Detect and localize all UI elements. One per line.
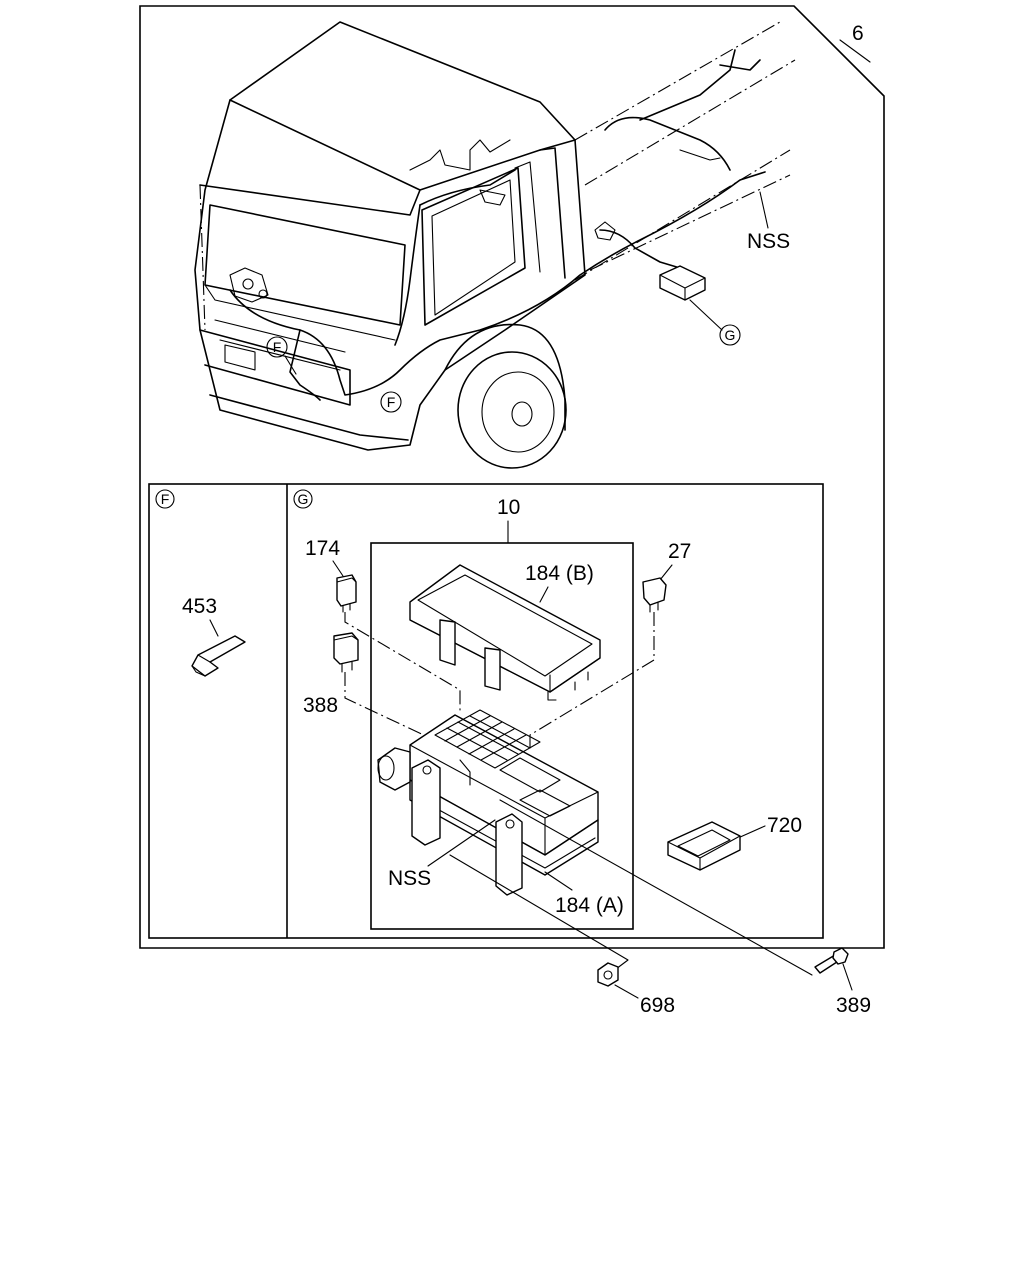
callout-relay-388: 388: [303, 694, 338, 717]
svg-text:G: G: [725, 327, 736, 343]
fuse-box-assembly-frame: [370, 542, 634, 930]
bolt-389: [814, 947, 849, 974]
leader-assembly: [839, 39, 871, 63]
cover-184b: [409, 564, 601, 701]
svg-text:G: G: [298, 491, 309, 507]
callout-bracket-720: 720: [767, 814, 802, 837]
detail-f-marker: F: [155, 489, 175, 509]
detail-g-marker: G: [293, 489, 313, 509]
svg-text:F: F: [387, 394, 396, 410]
relay-174: [336, 574, 357, 613]
marker-f-front: F: [266, 336, 288, 358]
assembly-frame: [139, 5, 885, 949]
callout-assembly: 6: [852, 22, 864, 45]
marker-f-side: F: [380, 391, 402, 413]
callout-cover-184b: 184 (B): [525, 562, 594, 585]
callout-nss-top: NSS: [747, 230, 790, 253]
marker-g-truck: G: [719, 324, 741, 346]
truck-illustration: [194, 21, 796, 469]
detail-panels-frame: [148, 483, 824, 939]
nut-698: [597, 962, 619, 987]
svg-text:F: F: [161, 491, 170, 507]
fuse-box-location: [659, 265, 706, 301]
fuse-27: [642, 577, 667, 613]
callout-nut-698: 698: [640, 994, 675, 1017]
relay-388: [333, 632, 359, 673]
callout-bolt-389: 389: [836, 994, 871, 1017]
bracket-720: [667, 821, 741, 871]
callout-fuse-box-10: 10: [497, 496, 520, 519]
clip-453: [191, 635, 246, 677]
svg-text:F: F: [273, 339, 282, 355]
callout-nss-bottom: NSS: [388, 867, 431, 890]
callout-case-184a: 184 (A): [555, 894, 624, 917]
callout-relay-174: 174: [305, 537, 340, 560]
callout-clip-453: 453: [182, 595, 217, 618]
callout-fuse-27: 27: [668, 540, 691, 563]
fuse-box-body: [377, 709, 599, 896]
